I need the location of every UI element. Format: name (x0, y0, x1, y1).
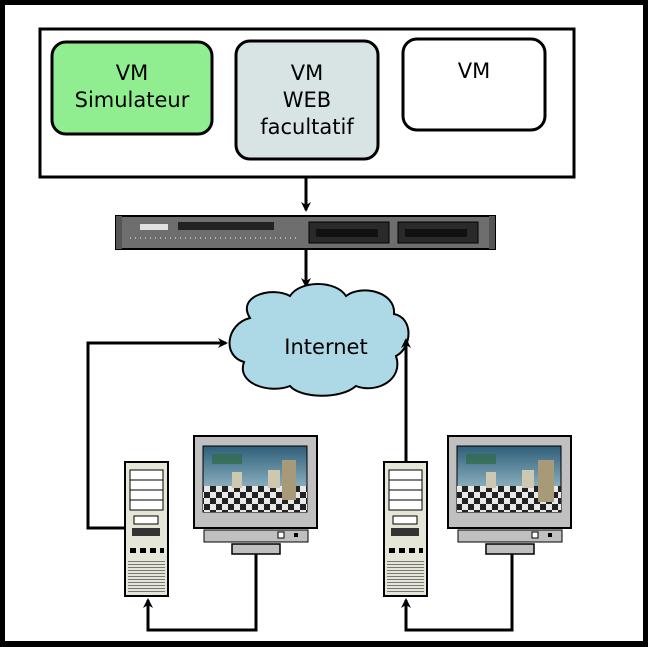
arrow-icon (143, 554, 258, 632)
vm-box (50, 40, 214, 136)
crt-monitor-icon (193, 435, 318, 555)
vm-label-line: WEB (283, 88, 331, 112)
vm-label-line: Simulateur (75, 88, 190, 112)
vm-box (234, 39, 380, 161)
crt-monitor-icon (447, 435, 572, 555)
computer-tower-icon (383, 461, 428, 597)
vm-label-line: VM (291, 61, 323, 85)
vm-box (401, 37, 547, 132)
cloud-icon: Internet (228, 283, 410, 397)
arrow-icon (401, 554, 514, 632)
vm-generic: VM (401, 37, 547, 132)
internet-label: Internet (284, 335, 367, 359)
vm-label-line: VM (116, 61, 148, 85)
arrow-icon (86, 338, 228, 530)
vm-web-facultatif: VM WEB facultatif (234, 39, 380, 161)
vm-simulateur: VM Simulateur (50, 40, 214, 136)
vm-label-line: VM (458, 59, 490, 83)
computer-tower-icon (124, 461, 169, 597)
vm-label-line: facultatif (260, 115, 354, 139)
server-rack-icon (115, 215, 496, 250)
